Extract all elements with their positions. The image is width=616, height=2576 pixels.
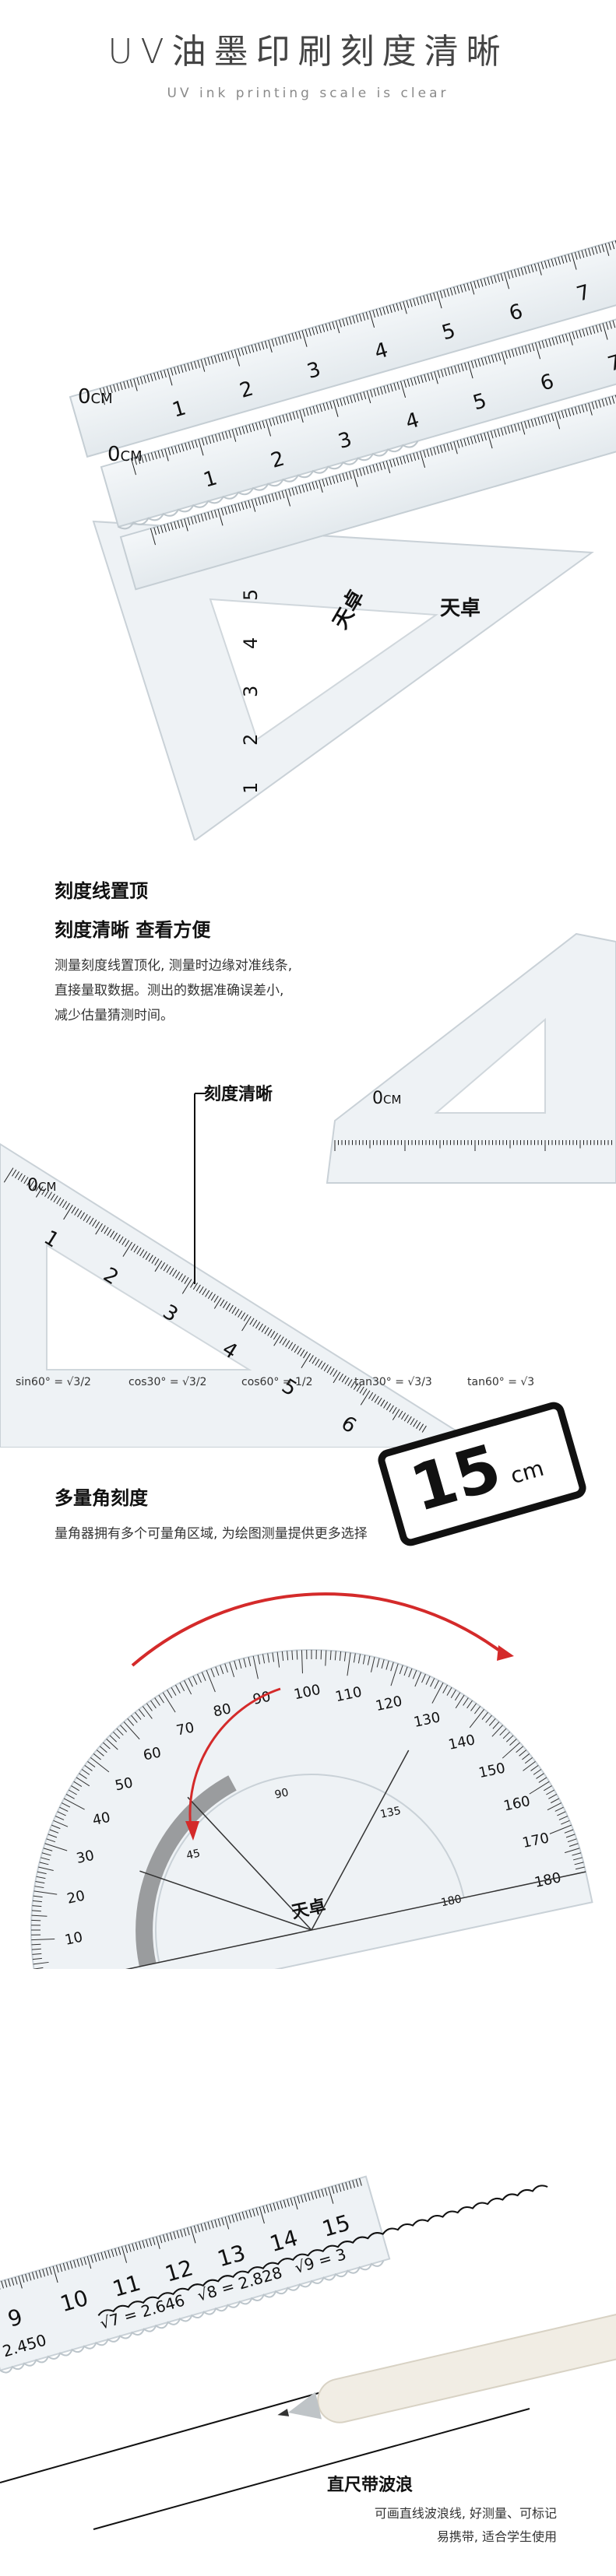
drawn-straight-line-2 [93, 2408, 530, 2530]
triangle-number: 4 [240, 637, 262, 649]
protractor-number: 10 [63, 1929, 84, 1949]
protractor-number: 40 [91, 1809, 112, 1829]
protractor-number: 20 [65, 1888, 86, 1907]
formula-text: tan30° = √3/3 [354, 1376, 432, 1388]
feature3-line-2: 易携带, 适合学生使用 [436, 2529, 557, 2544]
triangle-number: 5 [240, 589, 262, 601]
feature1-line-3: 减少估量猜测时间。 [55, 1008, 174, 1023]
straight-ruler [0, 2175, 391, 2371]
protractor-inner-number: 180 [440, 1893, 463, 1909]
triangle-number: 2 [240, 734, 262, 746]
ruler-top [69, 224, 616, 458]
feature3-description: 可画直线波浪线, 好测量、可标记 易携带, 适合学生使用 [206, 2502, 557, 2549]
callout-label: 刻度清晰 [204, 1085, 273, 1104]
pen [277, 2307, 616, 2423]
protractor-number: 30 [75, 1848, 96, 1867]
protractor-illustration: 0102030405060708090100110120130140150160… [30, 1592, 593, 1969]
feature1-line-1: 测量刻度线置顶化, 测量时边缘对准线条, [55, 958, 293, 974]
ruler-lower [119, 385, 616, 591]
feature2-title: 多量角刻度 [55, 1487, 148, 1509]
protractor-number: 90 [252, 1689, 273, 1708]
formula-text: sin60° = √3/2 [16, 1376, 91, 1388]
protractor [30, 1649, 593, 1969]
formula-text: tan60° = √3 [467, 1376, 534, 1388]
protractor-inner-number: 90 [273, 1786, 290, 1801]
page-title: UV油墨印刷刻度清晰 [107, 32, 509, 72]
page-subtitle: UV ink printing scale is clear [167, 86, 449, 101]
feature1-description: 测量刻度线置顶化, 测量时边缘对准线条, 直接量取数据。测出的数据准确误差小, … [55, 953, 292, 1028]
protractor-inner-number: 45 [185, 1847, 202, 1862]
badge-unit: cm [507, 1455, 547, 1490]
formula-row: sin60° = √3/2 cos30° = √3/2 cos60° = 1/2 ta… [16, 1376, 534, 1388]
zero-cm-label-4: 0CM [27, 1176, 56, 1195]
protractor-number: 70 [175, 1719, 196, 1739]
formula-text: cos30° = √3/2 [128, 1376, 206, 1388]
formula-text: cos60° = 1/2 [241, 1376, 313, 1388]
badge-number: 15 [403, 1430, 509, 1527]
protractor-number: 80 [212, 1700, 233, 1720]
protractor-outer-scale: 0102030405060708090100110120130140150160… [63, 1682, 562, 1949]
feature3-title: 直尺带波浪 [327, 2476, 414, 2495]
arrow-outer-red [131, 1592, 500, 1667]
zero-cm-label-3: 0CM [372, 1089, 401, 1108]
triangle-number: 1 [240, 782, 262, 794]
triangle-number: 3 [240, 686, 262, 697]
arrow-inner-red [188, 1687, 281, 1830]
feature1-subtitle: 刻度清晰 查看方便 [55, 919, 211, 941]
protractor-inner-number: 135 [379, 1805, 402, 1821]
feature1-line-2: 直接量取数据。测出的数据准确误差小, [55, 983, 284, 998]
feature2-description: 量角器拥有多个可量角区域, 为绘图测量提供更多选择 [55, 1526, 368, 1542]
brand-logo-text-2: 天卓 [440, 597, 480, 620]
protractor-number: 50 [114, 1774, 135, 1794]
protractor-number: 60 [142, 1744, 163, 1764]
feature3-line-1: 可画直线波浪线, 好测量、可标记 [374, 2506, 557, 2521]
feature1-title: 刻度线置顶 [55, 880, 148, 902]
drawn-wave-line [97, 2185, 548, 2316]
